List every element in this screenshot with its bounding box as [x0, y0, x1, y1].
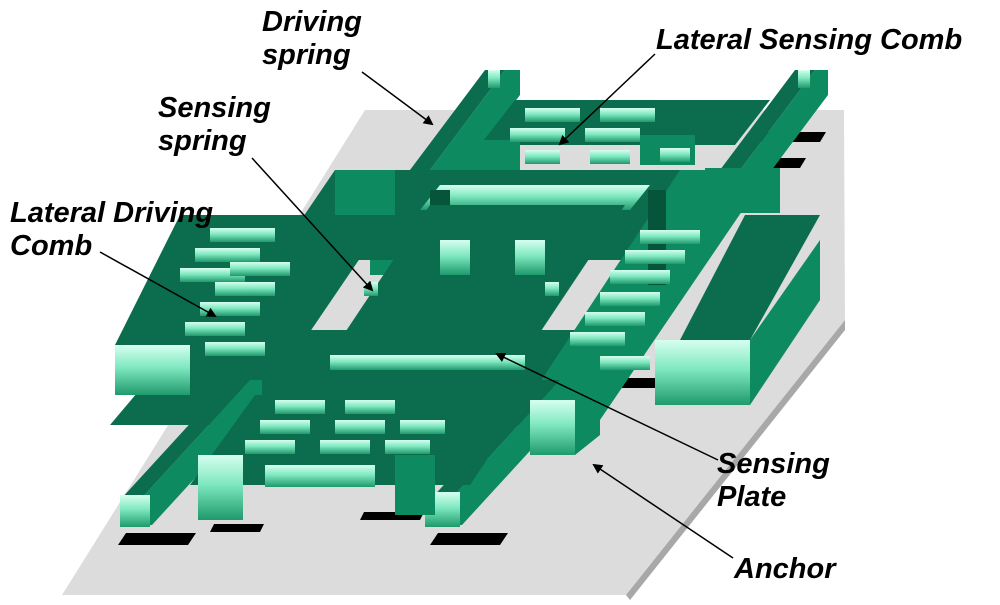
label-sensing-plate-line1: Sensing [717, 448, 830, 480]
leader-sensing-plate [495, 352, 719, 461]
label-sensing-plate: Sensing Plate [717, 448, 830, 514]
label-anchor: Anchor [734, 553, 836, 585]
label-sensing-spring: Sensing spring [158, 92, 271, 158]
label-lateral-driving-comb-line2: Comb [10, 230, 93, 262]
label-sensing-spring-line2: spring [158, 125, 247, 157]
label-driving-spring: Driving spring [262, 6, 362, 72]
lateral-driving-comb-left [115, 215, 335, 395]
lateral-driving-comb-right [570, 215, 820, 405]
leader-lateral-sensing-comb [558, 53, 656, 146]
label-driving-spring-line1: Driving [262, 6, 362, 38]
lateral-sensing-comb-bottom [190, 395, 530, 520]
label-lateral-sensing-comb: Lateral Sensing Comb [656, 24, 963, 56]
anchor-shadows [118, 132, 826, 545]
sensing-plate [330, 205, 625, 370]
label-lateral-driving-comb: Lateral Driving Comb [10, 197, 213, 263]
label-sensing-spring-line1: Sensing [158, 92, 271, 124]
label-lateral-driving-comb-line1: Lateral Driving [10, 197, 214, 229]
driving-spring-bottom-left [120, 380, 262, 527]
leader-lines [99, 53, 734, 559]
label-sensing-plate-line2: Plate [717, 481, 787, 513]
substrate-edge [626, 320, 845, 600]
label-driving-spring-line2: spring [262, 39, 351, 71]
leader-driving-spring [361, 71, 434, 126]
lateral-sensing-comb-top [460, 100, 770, 170]
leader-lateral-driving-comb [99, 251, 217, 317]
leader-anchor [592, 463, 734, 559]
leader-sensing-spring [251, 157, 374, 292]
